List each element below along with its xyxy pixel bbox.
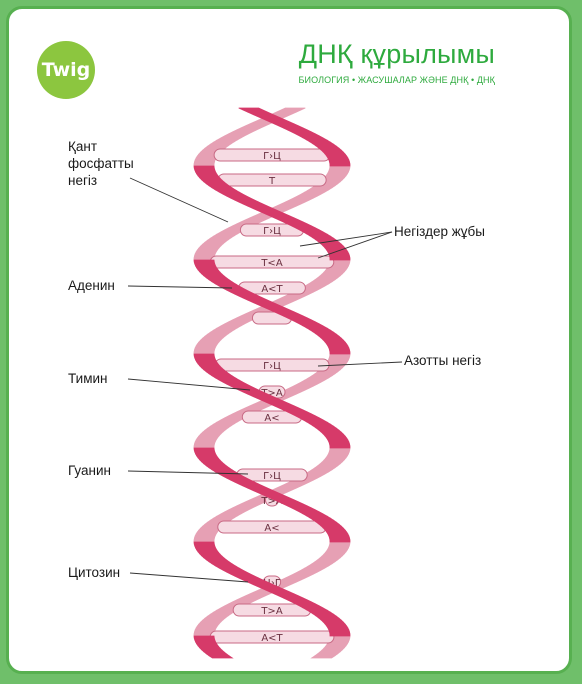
- label-sugar-phosphate-line3: негіз: [68, 172, 134, 189]
- rung-label: Г›Ц: [263, 151, 281, 162]
- label-sugar-phosphate-line2: фосфатты: [68, 155, 134, 172]
- rung-label: Т>А: [260, 606, 282, 617]
- strand-a-segment: [330, 164, 350, 166]
- rung-label: Г›Ц: [263, 361, 281, 372]
- rung-label: Т<А: [260, 258, 282, 269]
- rung-label: А<Т: [261, 284, 283, 295]
- label-guanine: Гуанин: [68, 462, 111, 479]
- rung-label: А<Т: [261, 633, 283, 644]
- strand-b-segment: [330, 258, 350, 260]
- strand-b-segment: [330, 446, 350, 448]
- label-sugar-phosphate-line1: Қант: [68, 138, 134, 155]
- strand-b-segment: [312, 656, 335, 658]
- leader-line: [128, 286, 232, 288]
- label-cytosine: Цитозин: [68, 564, 120, 581]
- label-thymine: Тимин: [68, 370, 107, 387]
- label-base-pair: Негіздер жұбы: [394, 223, 485, 240]
- label-sugar-phosphate: Қант фосфатты негіз: [68, 138, 134, 189]
- strand-a-segment: [330, 352, 350, 354]
- label-adenine: Аденин: [68, 277, 115, 294]
- strand-a-segment: [330, 540, 350, 542]
- rung-label: А<: [264, 523, 279, 534]
- rung-label: А<: [264, 413, 279, 424]
- rung-label: Т: [268, 176, 276, 187]
- strand-a-segment: [209, 656, 232, 658]
- strand-b-segment: [330, 634, 350, 636]
- rung-label: Г›Ц: [263, 226, 281, 237]
- label-nitrogenous-base: Азотты негіз: [404, 352, 481, 369]
- rung-label: Г›Ц: [263, 471, 281, 482]
